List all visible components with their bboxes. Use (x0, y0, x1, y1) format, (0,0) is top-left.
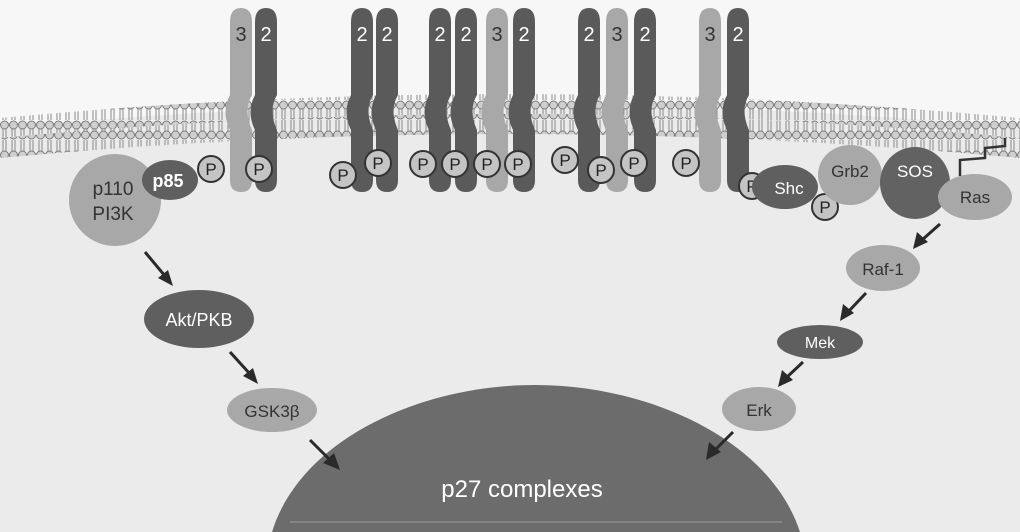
receptor-subunit-erbb2 (371, 8, 398, 192)
sos-node (880, 147, 950, 219)
receptor-label: 2 (260, 24, 271, 46)
phosphate-label: P (337, 166, 348, 185)
phosphate-circle (504, 150, 532, 178)
phosphate-label: P (746, 177, 757, 196)
receptor-label: 3 (235, 24, 246, 46)
phosphate-circle (441, 150, 469, 178)
phosphate-circle (329, 161, 357, 189)
receptor-label: 3 (611, 24, 622, 46)
arrow-akt-to-gsk3b (228, 350, 258, 384)
phosphate-circle (811, 193, 839, 221)
receptor-subunit-erbb2 (508, 8, 535, 192)
receptor-label: 3 (491, 24, 502, 46)
pi3k-label: PI3K (92, 204, 134, 225)
grb2-node (818, 145, 882, 205)
p85-label: p85 (152, 171, 183, 191)
raf1-node (846, 245, 920, 291)
phosphate-label: P (512, 155, 523, 174)
akt-node (144, 290, 254, 348)
arrow-erk-to-nucleus (706, 430, 735, 460)
akt-label: Akt/PKB (165, 310, 232, 330)
receptor-subunit-erbb2 (629, 8, 656, 192)
arrow-pi3k-to-akt (143, 251, 173, 286)
phosphate-label: P (680, 154, 691, 173)
receptor-subunit-erbb3 (481, 8, 508, 192)
phosphate-label: P (205, 160, 216, 179)
phosphate-label: P (481, 155, 492, 174)
p85-node (142, 160, 198, 200)
receptor-subunit-erbb3 (601, 8, 628, 192)
phosphate-label: P (417, 155, 428, 174)
receptor-subunit-erbb2 (250, 8, 277, 192)
receptor-label: 2 (381, 24, 392, 46)
phosphate-circle (409, 150, 437, 178)
phosphate-circle (197, 155, 225, 183)
receptor-label: 3 (704, 24, 715, 46)
phosphate-label: P (253, 160, 264, 179)
receptor-label: 2 (518, 24, 529, 46)
p110-pi3k-node (69, 154, 161, 246)
gsk3b-node (227, 388, 317, 432)
receptor-subunit-erbb2 (722, 8, 749, 192)
arrow-gsk3b-to-nucleus (308, 438, 340, 470)
phosphate-groups: P P P P P P P P P P P P P P (197, 146, 839, 221)
receptor-subunit-erbb2 (424, 8, 451, 192)
receptor-label: 2 (434, 24, 445, 46)
shc-node (752, 165, 818, 209)
phosphate-label: P (449, 155, 460, 174)
ras-lipid-anchor (958, 138, 1007, 176)
phosphate-label: P (559, 151, 570, 170)
phosphate-circle (245, 155, 273, 183)
erk-label: Erk (746, 401, 772, 420)
mek-label: Mek (805, 335, 836, 352)
nucleus (272, 385, 800, 532)
phosphate-circle (620, 149, 648, 177)
receptor-subunit-erbb3 (225, 8, 252, 192)
arrow-mek-to-erk (778, 360, 805, 387)
phosphate-circle (364, 149, 392, 177)
sos-label: SOS (897, 162, 933, 181)
gsk3b-label: GSK3β (244, 402, 299, 421)
receptor-label: 2 (639, 24, 650, 46)
receptor-label: 2 (583, 24, 594, 46)
p110-label: p110 (93, 179, 134, 200)
phosphate-circle (473, 150, 501, 178)
phosphate-label: P (372, 154, 383, 173)
receptor-label: 2 (460, 24, 471, 46)
receptor-label: 2 (732, 24, 743, 46)
pathway-arrows (143, 222, 941, 470)
phosphate-label: P (819, 198, 830, 217)
erk-node (722, 387, 796, 431)
nucleus-label: p27 complexes (441, 476, 602, 503)
receptor-subunit-erbb2 (450, 8, 477, 192)
receptor-subunit-erbb2 (573, 8, 600, 192)
shc-label: Shc (774, 179, 804, 198)
ras-label: Ras (960, 188, 990, 207)
phosphate-circle (672, 149, 700, 177)
receptor-label: 2 (356, 24, 367, 46)
receptor-subunit-erbb2 (346, 8, 373, 192)
arrow-raf1-to-mek (840, 291, 868, 321)
mek-node (777, 325, 863, 359)
grb2-label: Grb2 (831, 162, 869, 181)
raf1-label: Raf-1 (862, 260, 904, 279)
phosphate-label: P (595, 161, 606, 180)
ras-node (938, 174, 1012, 220)
phosphate-circle (551, 146, 579, 174)
receptor-subunit-erbb3 (694, 8, 721, 192)
arrow-ras-to-raf1 (913, 222, 941, 249)
phosphate-label: P (628, 154, 639, 173)
phosphate-circle (587, 156, 615, 184)
